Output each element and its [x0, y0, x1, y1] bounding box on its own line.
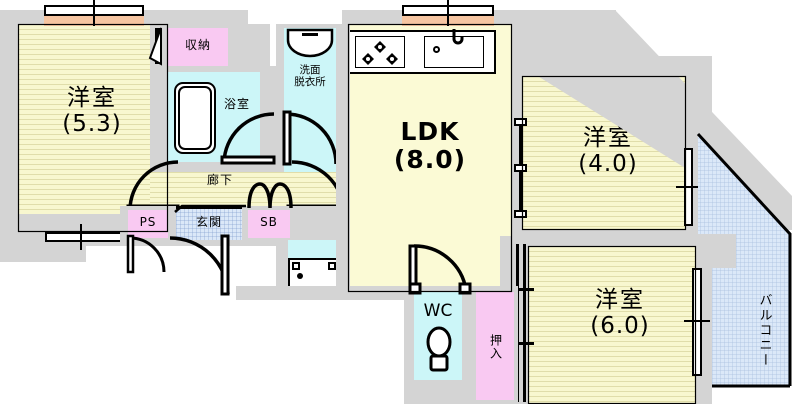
sliding-door-60-b[interactable]: [523, 244, 526, 402]
closet-oshiire: [476, 292, 514, 400]
sliding-door-60-stop-bot: [510, 342, 534, 345]
shoe-box-sb: [248, 210, 290, 238]
senmen-door-swing-icon[interactable]: [282, 110, 338, 166]
window-room60-mullion: [684, 320, 710, 322]
room-size-ldk: (8.0): [393, 145, 467, 174]
sliding-door-60-stop-top: [510, 288, 534, 291]
kitchen-faucet-icon: [452, 29, 464, 45]
label-sb: SB: [260, 215, 278, 229]
window-bottom-left-mullion: [80, 224, 82, 250]
label-shuno: 収納: [184, 38, 211, 52]
stove-burners-icon: [362, 41, 398, 65]
label-washitsu-60: 洋室 (6.0): [560, 287, 680, 340]
sliding-door-stop-mid: [514, 164, 527, 172]
room-floor-washitsu-53: [18, 24, 168, 232]
label-washitsu-40: 洋室 (4.0): [548, 125, 668, 178]
label-ldk: LDK (8.0): [352, 118, 508, 174]
sb-folding-door-icon[interactable]: [246, 182, 294, 210]
label-yokushitsu: 浴室: [223, 97, 250, 111]
room-floor-washitsu-60: [528, 246, 696, 404]
ps-door-swing-icon[interactable]: [126, 234, 166, 274]
wc-door-swing-icon[interactable]: [408, 244, 472, 295]
bathtub-inner: [178, 86, 212, 150]
window-room40-mullion: [676, 186, 702, 188]
wall-ldk-left: [336, 24, 350, 292]
toilet-icon: [426, 326, 452, 372]
wall-ldk-right-top: [512, 10, 616, 58]
label-oshiire: 押入: [488, 334, 503, 360]
label-datsuijo: 脱衣所: [294, 76, 326, 89]
label-genkan: 玄関: [195, 215, 222, 229]
sliding-door-stop-top: [514, 118, 527, 126]
room-size-40: (4.0): [578, 150, 638, 177]
window-top-left-mullion: [93, 0, 95, 26]
genkan-step-line: [176, 206, 242, 209]
label-wc: WC: [423, 301, 453, 321]
wall-bottom-ldk: [236, 286, 408, 300]
room-name-ldk: LDK: [400, 117, 460, 146]
label-senmen: 洗面: [299, 64, 321, 76]
genkan-shoe-line-icon: [174, 204, 246, 213]
window-kitchen-mullion: [447, 0, 449, 26]
front-door-swing-icon[interactable]: [168, 234, 230, 296]
label-washitsu-53: 洋室 (5.3): [30, 85, 154, 138]
entrance-genkan: [176, 208, 242, 240]
label-ps: PS: [139, 215, 157, 229]
closet-door-swing-icon: [148, 27, 162, 66]
sink-drain-icon: [433, 46, 440, 53]
washer-corner-tl: [292, 262, 300, 270]
balcony-area: [696, 132, 792, 388]
washer-corner-tr: [328, 262, 336, 270]
window-room60-balcony[interactable]: [692, 268, 702, 376]
room-name-53: 洋室: [67, 85, 117, 111]
room-name-60: 洋室: [595, 287, 645, 313]
closet-shuno: [168, 28, 228, 66]
pipe-shaft-ps: [128, 210, 168, 238]
label-rouka: 廊下: [206, 173, 233, 187]
label-balcony: バルコニー: [756, 292, 772, 368]
label-senmen-datsuijo: 洗面 脱衣所: [284, 64, 336, 88]
washer-knob-icon: [297, 273, 303, 279]
wall-left-53: [0, 24, 18, 232]
sliding-door-stop-bot: [514, 210, 527, 218]
bath-door-swing-icon[interactable]: [220, 112, 276, 165]
room-size-53: (5.3): [62, 110, 122, 137]
room-name-40: 洋室: [583, 125, 633, 151]
vanity-sink-icon: [286, 28, 334, 58]
room-size-60: (6.0): [590, 312, 650, 339]
